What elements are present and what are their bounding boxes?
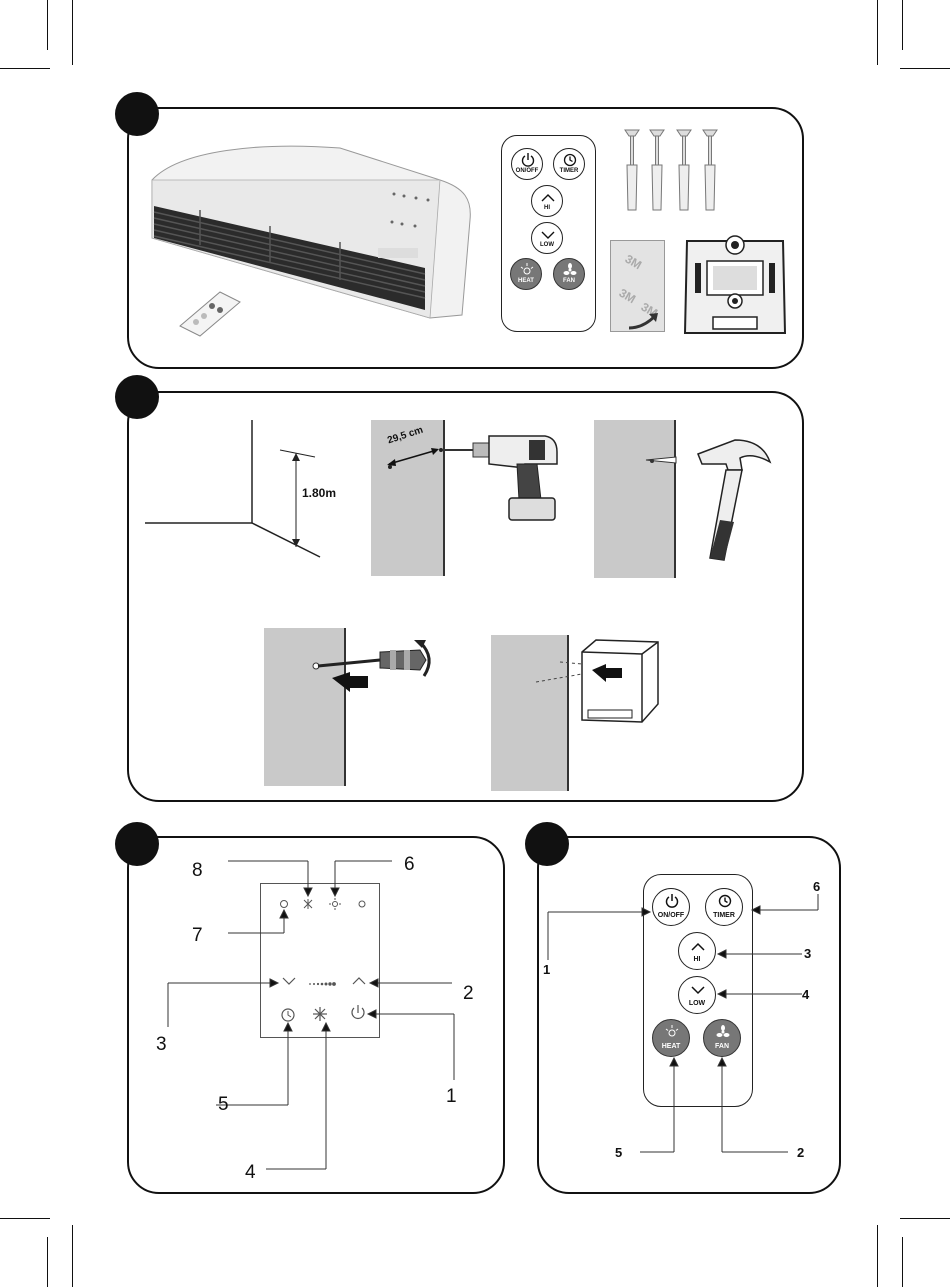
power-icon bbox=[521, 153, 535, 167]
chevron-up-icon bbox=[353, 978, 365, 984]
callout-1: 1 bbox=[446, 1086, 457, 1108]
callout-5: 5 bbox=[615, 1145, 622, 1160]
crop-mark bbox=[877, 1225, 878, 1287]
screws-and-anchors bbox=[615, 125, 735, 220]
peel-arrow-icon bbox=[625, 308, 665, 332]
on-off-label: ON/OFF bbox=[512, 168, 542, 174]
timer-button[interactable]: TIMER bbox=[553, 148, 585, 180]
heat-icon bbox=[520, 263, 534, 277]
screwdriver-icon bbox=[308, 638, 448, 708]
fan-heat-button-icon bbox=[313, 1007, 327, 1021]
hi-button[interactable]: HI bbox=[531, 185, 563, 217]
heat-button[interactable]: HEAT bbox=[510, 258, 542, 290]
callout-8: 8 bbox=[192, 860, 203, 882]
distance-arrow bbox=[385, 442, 445, 472]
callout-7: 7 bbox=[192, 925, 203, 947]
remote-callout-lines bbox=[540, 890, 840, 1165]
heat-label: HEAT bbox=[511, 278, 541, 284]
clock-icon bbox=[563, 153, 577, 167]
tape-logo: 3M bbox=[617, 286, 638, 306]
callout-4: 4 bbox=[245, 1162, 256, 1184]
callout-2: 2 bbox=[463, 983, 474, 1005]
chevron-up-icon bbox=[541, 193, 555, 203]
crop-mark bbox=[0, 68, 50, 69]
callout-2: 2 bbox=[797, 1145, 804, 1160]
control-panel-diagram bbox=[140, 855, 500, 1175]
power-button-icon bbox=[352, 1005, 364, 1018]
fan-indicator-icon bbox=[329, 898, 341, 910]
step-badge-4 bbox=[525, 822, 569, 866]
crop-mark bbox=[902, 0, 903, 50]
crop-mark bbox=[900, 1218, 950, 1219]
crop-mark bbox=[877, 0, 878, 65]
crop-mark bbox=[902, 1237, 903, 1287]
crop-mark bbox=[47, 1237, 48, 1287]
chevron-down-icon bbox=[541, 230, 555, 240]
hi-label: HI bbox=[532, 205, 562, 211]
crop-mark bbox=[0, 1218, 50, 1219]
power-indicator-icon bbox=[359, 901, 365, 907]
heater-mount-diagram bbox=[530, 638, 660, 728]
callout-6: 6 bbox=[404, 854, 415, 876]
callout-3: 3 bbox=[156, 1034, 167, 1056]
timer-button-icon bbox=[282, 1009, 294, 1021]
callout-3: 3 bbox=[804, 946, 811, 961]
timer-label: TIMER bbox=[554, 168, 584, 174]
fan-label: FAN bbox=[554, 278, 584, 284]
wall-bracket bbox=[675, 233, 795, 341]
callout-4: 4 bbox=[802, 987, 809, 1002]
level-dots bbox=[309, 982, 336, 986]
low-button[interactable]: LOW bbox=[531, 222, 563, 254]
height-label: 1.80m bbox=[302, 486, 336, 500]
fan-icon bbox=[563, 263, 577, 277]
fan-button[interactable]: FAN bbox=[553, 258, 585, 290]
callout-1: 1 bbox=[543, 962, 550, 977]
crop-mark bbox=[72, 1225, 73, 1287]
crop-mark bbox=[900, 68, 950, 69]
crop-mark bbox=[72, 0, 73, 65]
step-badge-1 bbox=[115, 92, 159, 136]
heat-indicator-icon bbox=[304, 899, 312, 909]
hammer-icon bbox=[640, 432, 775, 567]
callout-6: 6 bbox=[813, 879, 820, 894]
low-label: LOW bbox=[532, 242, 562, 248]
timer-indicator-icon bbox=[281, 901, 288, 908]
chevron-down-icon bbox=[283, 978, 295, 984]
remote-photo bbox=[172, 288, 247, 340]
callout-5: 5 bbox=[218, 1094, 229, 1116]
drill-icon bbox=[445, 428, 565, 528]
on-off-button[interactable]: ON/OFF bbox=[511, 148, 543, 180]
crop-mark bbox=[47, 0, 48, 50]
tape-logo: 3M bbox=[623, 252, 644, 272]
step-badge-2 bbox=[115, 375, 159, 419]
